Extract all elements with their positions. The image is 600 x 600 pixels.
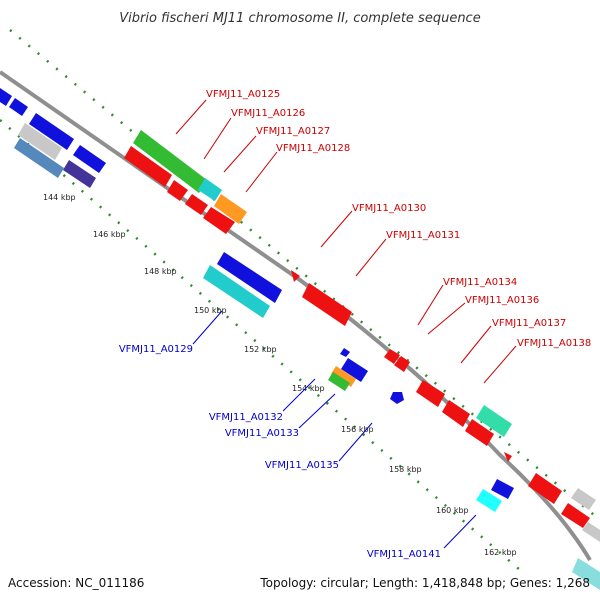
feature-red-1 xyxy=(124,146,172,187)
feature-red-small-2 xyxy=(504,452,512,462)
feature-green-2 xyxy=(328,372,350,391)
tick-label: 160 kbp xyxy=(436,506,469,515)
feature-red-11 xyxy=(528,473,562,504)
feature-red-5 xyxy=(302,283,352,326)
accession-text: Accession: NC_011186 xyxy=(8,576,144,590)
gene-label: VFMJ11_A0136 xyxy=(465,295,539,306)
reverse-features xyxy=(0,88,600,590)
tick-label: 154 kbp xyxy=(292,384,325,393)
feature-green-1 xyxy=(133,130,207,193)
forward-features xyxy=(124,130,600,542)
forward-label-texts: VFMJ11_A0125 VFMJ11_A0126 VFMJ11_A0127 V… xyxy=(206,89,591,349)
feature-blue-7 xyxy=(390,392,404,404)
gene-label: VFMJ11_A0132 xyxy=(209,412,283,423)
feature-sea-1 xyxy=(476,405,512,437)
feature-blue-4 xyxy=(73,145,106,173)
tick-label: 152 kbp xyxy=(244,345,277,354)
feature-cyan-1 xyxy=(198,178,222,201)
forward-labels xyxy=(175,99,517,384)
topology-text: Topology: circular; Length: 1,418,848 bp… xyxy=(259,576,590,590)
gene-label: VFMJ11_A0134 xyxy=(443,277,517,288)
feature-blue-8 xyxy=(491,479,514,499)
gene-label: VFMJ11_A0129 xyxy=(119,344,193,355)
gene-label: VFMJ11_A0133 xyxy=(225,428,299,439)
feature-blue-2 xyxy=(9,98,28,116)
gene-label: VFMJ11_A0128 xyxy=(276,143,350,154)
tick-label: 150 kbp xyxy=(194,306,227,315)
feature-red-4 xyxy=(203,207,235,234)
tick-label: 158 kbp xyxy=(389,465,422,474)
gene-label: VFMJ11_A0127 xyxy=(256,126,330,137)
feature-blue-5 xyxy=(217,252,282,303)
feature-red-3 xyxy=(185,194,208,215)
feature-red-6 xyxy=(384,349,400,364)
map-title: Vibrio fischeri MJ11 chromosome II, comp… xyxy=(119,11,480,26)
gene-label: VFMJ11_A0135 xyxy=(265,460,339,471)
gene-label: VFMJ11_A0125 xyxy=(206,89,280,100)
feature-red-8 xyxy=(416,380,445,407)
feature-red-12 xyxy=(561,503,590,528)
outer-dotted-track xyxy=(9,29,600,521)
gene-label: VFMJ11_A0126 xyxy=(231,108,305,119)
feature-grey-2 xyxy=(582,522,600,542)
reverse-labels xyxy=(192,310,477,549)
feature-orange-1 xyxy=(214,194,247,224)
feature-orange-2 xyxy=(331,366,356,387)
gene-label: VFMJ11_A0130 xyxy=(352,203,426,214)
feature-steel-1 xyxy=(14,138,64,178)
tick-label: 146 kbp xyxy=(93,230,126,239)
tick-label: 148 kbp xyxy=(144,267,177,276)
feature-blue-3 xyxy=(29,113,74,150)
feature-red-9 xyxy=(442,400,470,427)
gene-label: VFMJ11_A0131 xyxy=(386,230,460,241)
tick-labels: 144 kbp 146 kbp 148 kbp 150 kbp 152 kbp … xyxy=(43,193,517,557)
feature-blue-1 xyxy=(0,88,12,106)
gene-label: VFMJ11_A0138 xyxy=(517,338,591,349)
tick-label: 156 kbp xyxy=(341,425,374,434)
feature-red-10 xyxy=(465,419,494,446)
feature-grey-3 xyxy=(18,123,62,160)
feature-blue-small-1 xyxy=(340,348,350,357)
gene-label: VFMJ11_A0137 xyxy=(492,318,566,329)
reverse-label-texts: VFMJ11_A0129 VFMJ11_A0132 VFMJ11_A0133 V… xyxy=(119,344,441,560)
feature-grey-1 xyxy=(571,488,596,510)
feature-cyan-2 xyxy=(203,265,270,318)
tick-label: 162 kbp xyxy=(484,548,517,557)
feature-red-small-1 xyxy=(291,270,300,282)
feature-red-7 xyxy=(394,356,410,372)
feature-red-2 xyxy=(167,180,188,201)
feature-cyan-3 xyxy=(476,489,502,512)
feature-cyan-4 xyxy=(572,558,600,590)
feature-navy-1 xyxy=(63,160,96,188)
tick-label: 144 kbp xyxy=(43,193,76,202)
gene-label: VFMJ11_A0141 xyxy=(367,549,441,560)
feature-blue-6 xyxy=(341,358,368,382)
